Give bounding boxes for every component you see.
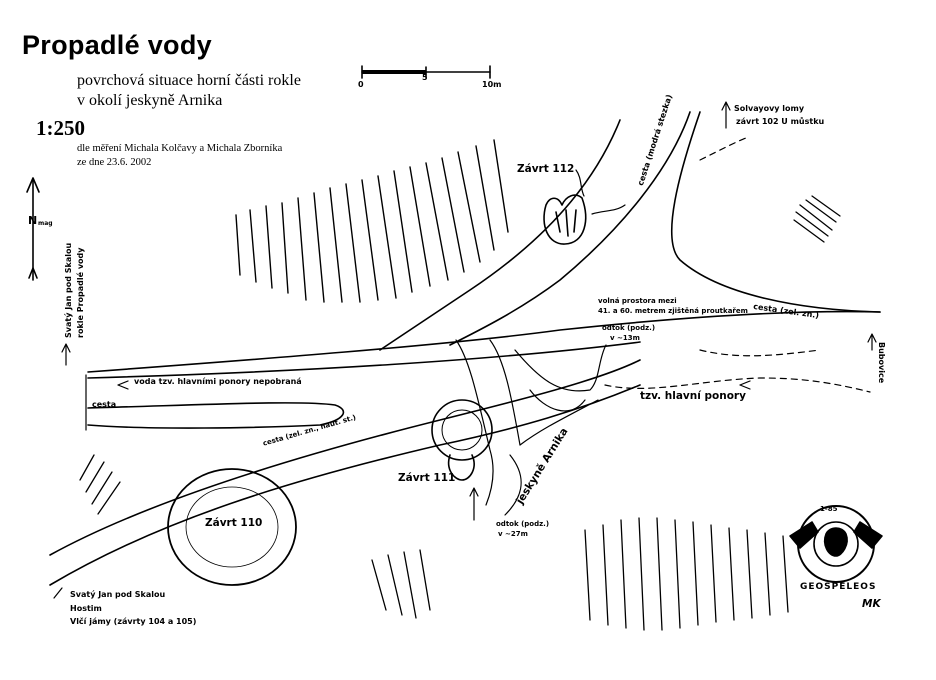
map-subtitle-line-2: v okolí jeskyně Arnika: [77, 92, 223, 109]
roads: [49, 111, 881, 586]
sinkhole-111: [431, 399, 493, 481]
label-odtok-2-depth: v ~27m: [498, 530, 528, 538]
label-odtok-1-depth: v ~13m: [610, 334, 640, 342]
label-bottom-left-1: Svatý Jan pod Skalou: [70, 590, 166, 599]
sinkhole-110: [167, 468, 297, 586]
credit-line-2: ze dne 23.6. 2002: [77, 157, 152, 168]
map-title: Propadlé vody: [22, 30, 212, 60]
label-bubovice: Bubovice: [877, 342, 886, 384]
north-suffix: mag: [38, 220, 53, 227]
geospeleos-logo: [789, 505, 883, 583]
label-solvayovy-1: Solvayovy lomy: [734, 104, 805, 113]
logo-year: 1-85: [820, 505, 838, 513]
label-odtok-2: odtok (podz.): [496, 520, 550, 528]
direction-arrows: [53, 101, 877, 599]
author-signature: MK: [862, 598, 881, 610]
north-letter: N: [28, 214, 38, 227]
map-subtitle-line-1: povrchová situace horní části rokle: [77, 72, 301, 89]
scale-tick-5: 5: [422, 73, 428, 82]
map-scale-ratio: 1:250: [36, 116, 85, 140]
label-zavrt-112: Závrt 112: [517, 163, 575, 175]
scale-tick-0: 0: [358, 80, 364, 89]
slope-hatching-top: [235, 139, 509, 303]
north-arrow: [26, 177, 40, 281]
credit-line-1: dle měření Michala Kolčavy a Michala Zbo…: [77, 143, 283, 154]
label-left-road-1: Svatý Jan pod Skalou: [64, 242, 73, 338]
label-solvayovy-2: závrt 102 U můstku: [736, 117, 825, 126]
slope-hatching-right: [793, 195, 841, 243]
logo-text: GEOSPELEOS: [800, 582, 877, 592]
label-cesta-left: cesta: [92, 400, 117, 409]
scale-bar: [361, 65, 491, 79]
sinkhole-112: [543, 169, 626, 245]
label-hlavni-ponory: tzv. hlavní ponory: [640, 390, 746, 402]
cave-passages: [455, 339, 607, 516]
slope-hatching-bottom: [79, 454, 789, 631]
scale-tick-10: 10m: [482, 80, 502, 89]
label-volna-prostora-2: 41. a 60. metrem zjištěná proutkařem: [598, 307, 748, 315]
label-volna-prostora-1: volná prostora mezi: [598, 297, 677, 305]
label-zavrt-111: Závrt 111: [398, 472, 456, 484]
label-left-road-2: rokle Propadlé vody: [76, 247, 85, 338]
label-zavrt-110: Závrt 110: [205, 517, 263, 529]
water-flows: [604, 137, 871, 393]
label-odtok-1: odtok (podz.): [602, 324, 656, 332]
label-voda-ponory: voda tzv. hlavními ponory nepobraná: [134, 377, 302, 386]
label-bottom-left-3: Vlčí jámy (závrty 104 a 105): [70, 617, 197, 626]
label-bottom-left-2: Hostim: [70, 604, 102, 613]
